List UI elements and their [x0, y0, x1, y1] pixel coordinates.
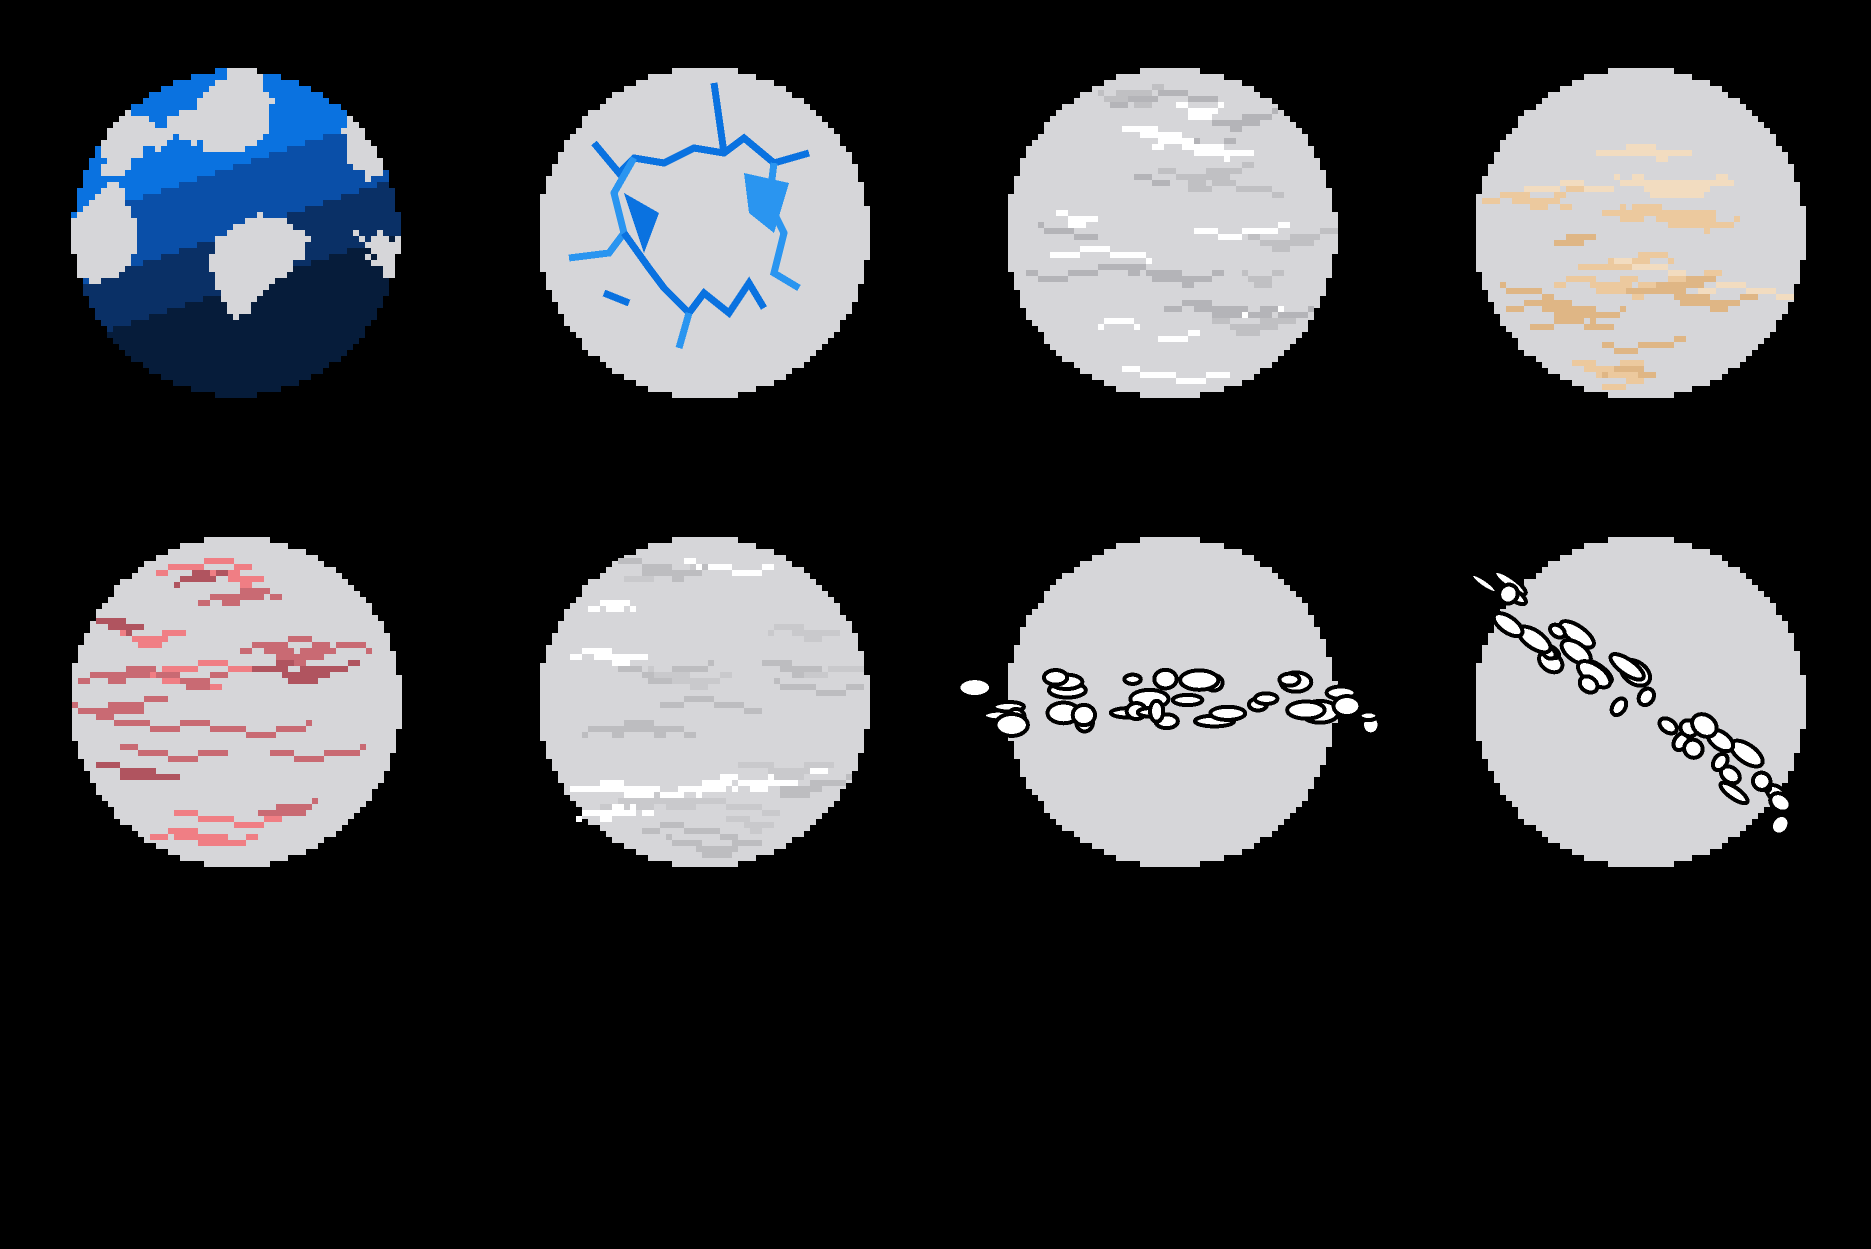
planet-asteroid-belt-flat: [956, 537, 1382, 867]
planet-asteroid-belt-tilted: [1468, 537, 1806, 867]
planet-earthlike: [71, 68, 401, 398]
planet-ice-cracked: [540, 68, 870, 398]
planet-gas-white: [1008, 68, 1338, 398]
planet-gas-tan: [1476, 68, 1806, 398]
planet-gas-light: [540, 537, 870, 867]
planet-gas-pink: [72, 537, 402, 867]
